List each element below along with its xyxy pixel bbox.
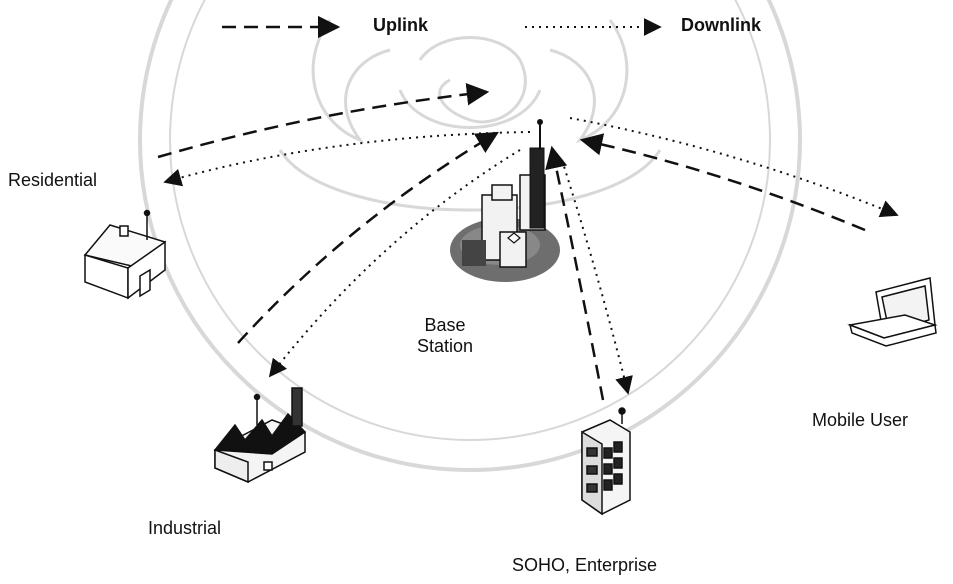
uplink-mobile (579, 133, 866, 232)
industrial-label: Industrial (148, 518, 222, 538)
watermark-seal (138, 0, 802, 472)
link-mobile (569, 117, 899, 232)
downlink-residential (163, 131, 531, 187)
link-soho (545, 145, 633, 401)
house-icon (83, 209, 167, 300)
uplink-label: Uplink (373, 15, 429, 35)
base-station-label-line1: Base (424, 315, 466, 335)
downlink-mobile (569, 117, 899, 218)
base-station-icon (450, 119, 560, 282)
uplink-industrial (237, 131, 499, 344)
uplink-soho (545, 145, 605, 401)
downlink-label: Downlink (681, 15, 761, 35)
downlink-soho (561, 159, 633, 395)
soho-building-icon (581, 407, 631, 516)
factory-icon (213, 387, 307, 484)
link-residential (157, 82, 531, 187)
laptop-icon (847, 277, 938, 347)
soho-label: SOHO, Enterprise (512, 555, 658, 575)
link-industrial (237, 131, 521, 378)
residential-label: Residential (8, 170, 98, 190)
mobile-user-label: Mobile User (812, 410, 909, 430)
uplink-residential (157, 82, 490, 159)
base-station-label-line2: Station (416, 335, 474, 356)
downlink-industrial (268, 149, 521, 378)
base-station-label: Base Station (410, 315, 480, 356)
